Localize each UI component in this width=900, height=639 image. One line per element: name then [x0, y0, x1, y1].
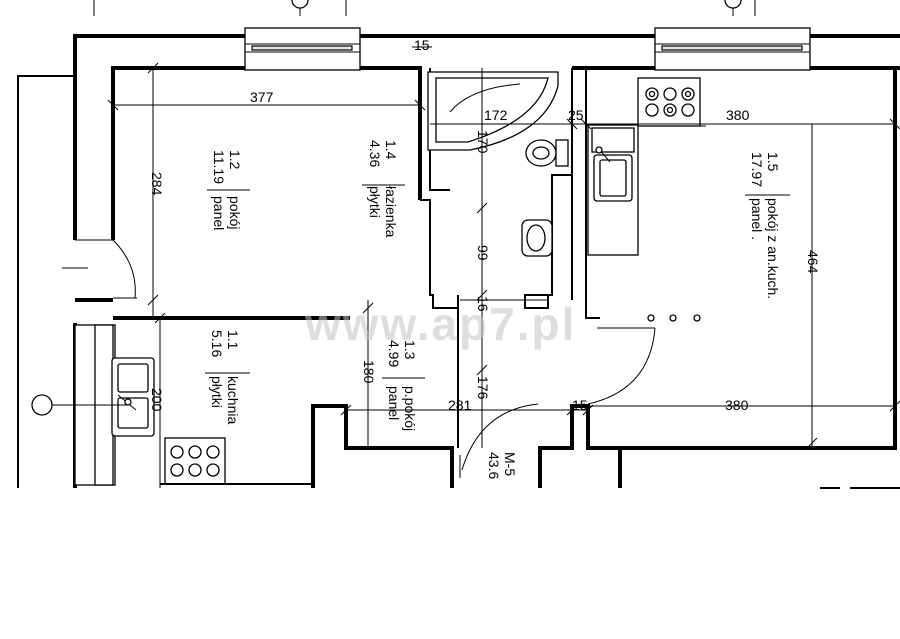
section-marker-left	[31, 394, 130, 416]
room-id: 1.4	[383, 140, 399, 160]
room-area: 17.97	[749, 152, 765, 187]
room-label-1-5: 1.5 17.97 pokój z an.kuch. panel .	[749, 152, 781, 299]
axis-marker-icon	[724, 0, 742, 9]
kitchenette-counter	[587, 77, 706, 256]
room-id: 1.1	[225, 330, 241, 350]
room-floor: panel	[386, 386, 402, 420]
dimension-labels: 15 377 172 25 380 380 281 15 284 170 99 …	[149, 37, 821, 413]
dim-label: 99	[475, 245, 491, 261]
unit-name: M-5	[502, 452, 518, 476]
dim-label: 284	[149, 172, 165, 196]
dim-label: 170	[475, 130, 491, 154]
cooktop-icon	[164, 437, 226, 485]
dim-label: 380	[726, 107, 750, 123]
dim-label: 377	[250, 89, 274, 105]
room-label-1-4: 1.4 4.36 łazienka płytki	[367, 140, 399, 238]
room-label-1-2: 1.2 11.19 pokój panel	[211, 150, 243, 230]
sink-icon	[111, 357, 155, 437]
cooktop-icon	[637, 77, 701, 127]
dim-label: 172	[484, 107, 508, 123]
room-floor: płytki	[367, 186, 383, 218]
watermark: www.ap7.pl	[304, 298, 576, 350]
axis-marker-icon	[291, 0, 309, 9]
top-markers	[93, 0, 756, 16]
dimension-lines	[107, 46, 900, 488]
unit-label: M-5 43.6	[486, 452, 518, 479]
dim-label: 464	[805, 250, 821, 274]
bathtub-icon	[427, 71, 559, 151]
room-label-1-1: 1.1 5.16 kuchnia płytki	[209, 330, 241, 424]
room-floor: panel .	[749, 198, 765, 240]
label-dividers	[205, 184, 790, 379]
room-floor: płytki	[209, 376, 225, 408]
light-points	[647, 314, 701, 322]
dim-label: 16	[475, 296, 491, 312]
room-name: p.pokój	[402, 386, 418, 431]
room-floor: panel	[211, 196, 227, 230]
toilet-icon	[525, 139, 569, 167]
dim-label: 281	[448, 397, 472, 413]
dim-label: 200	[149, 388, 165, 412]
dim-label: 15	[414, 37, 430, 53]
room-area: 5.16	[209, 330, 225, 357]
unit-area: 43.6	[486, 452, 502, 479]
door-entrance-left	[62, 239, 137, 299]
room-id: 1.3	[402, 340, 418, 360]
door-entrance-bottom	[459, 403, 539, 478]
room-area: 11.19	[211, 150, 227, 184]
room-name: pokój	[227, 196, 243, 229]
window-top-left	[244, 27, 361, 71]
dim-label: 25	[568, 107, 584, 123]
room-id: 1.5	[765, 152, 781, 172]
room-name: łazienka	[383, 186, 399, 238]
door-big-room	[587, 327, 656, 405]
dim-label: 15	[572, 397, 588, 413]
window-top-right	[654, 27, 811, 71]
room-name: kuchnia	[225, 376, 241, 424]
room-area: 4.99	[386, 340, 402, 367]
room-area: 4.36	[367, 140, 383, 167]
dim-label: 380	[725, 397, 749, 413]
room-id: 1.2	[227, 150, 243, 170]
washbasin-icon	[521, 219, 553, 257]
room-name: pokój z an.kuch.	[765, 198, 781, 299]
room-label-1-3: 1.3 4.99 p.pokój panel	[386, 340, 418, 431]
bottom-edge	[160, 483, 840, 489]
sink-icon	[593, 146, 633, 202]
dim-label: 180	[361, 360, 377, 384]
dim-label: 176	[475, 376, 491, 400]
